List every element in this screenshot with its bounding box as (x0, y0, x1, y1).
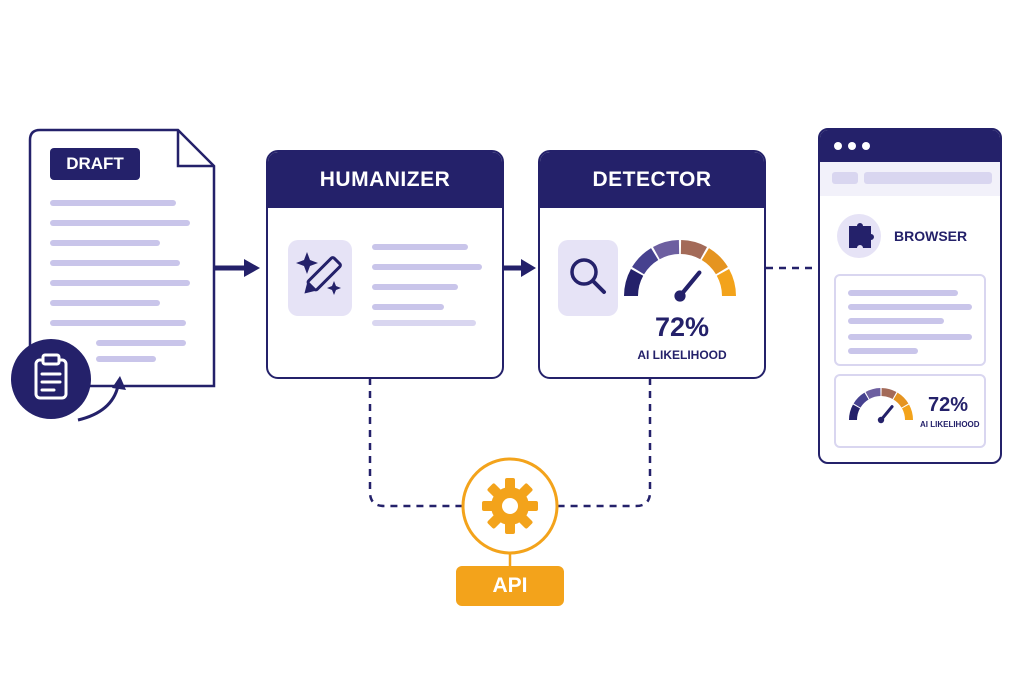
gear-tooth (482, 501, 494, 511)
draft-text-line (96, 356, 156, 362)
api-label: API (456, 566, 564, 606)
browser-label: BROWSER (894, 228, 968, 244)
gauge-segment (893, 392, 909, 408)
draft-label: DRAFT (50, 148, 140, 180)
gear-tooth (487, 514, 502, 529)
gear-tooth (487, 483, 502, 498)
gear-tooth (518, 514, 533, 529)
window-controls[interactable] (820, 130, 1002, 170)
draft-text-line (50, 220, 190, 226)
browser-text-line (848, 318, 944, 324)
humanizer-text-line (372, 284, 458, 290)
humanizer-icon-tile (288, 240, 352, 316)
address-bar[interactable] (864, 172, 992, 184)
gauge-segment (632, 248, 659, 275)
magic-pencil-icon (296, 252, 342, 295)
draft-text-line (50, 320, 186, 326)
gauge-segment (701, 248, 728, 275)
puzzle-icon (837, 214, 881, 258)
gauge-segment (881, 388, 897, 400)
draft-text-line (50, 300, 160, 306)
detector-card: DETECTOR 72% AI LIKELIHOOD (538, 150, 766, 379)
draft-text-line (96, 340, 186, 346)
gauge-segment (680, 240, 708, 260)
gear-tooth (505, 478, 515, 490)
gear-tooth (526, 501, 538, 511)
browser-window: BROWSER 72% AI LIKELIHOOD (818, 128, 1002, 464)
browser-score-panel (834, 374, 986, 448)
draft-text-line (50, 240, 160, 246)
draft-text-line (50, 200, 176, 206)
gauge-hub (877, 416, 885, 424)
draft-text-line (50, 260, 180, 266)
humanizer-title: HUMANIZER (268, 152, 502, 208)
gear-tooth (518, 483, 533, 498)
draft-text-line (50, 280, 190, 286)
gauge-hub (674, 290, 686, 302)
detector-score-label: AI LIKELIHOOD (637, 348, 727, 362)
browser-score: 72% (928, 394, 969, 416)
browser-text-line (848, 348, 918, 354)
gauge-segment (716, 268, 736, 297)
magnifier-icon (570, 258, 606, 294)
humanizer-text-line (372, 320, 476, 326)
humanizer-text-line (372, 244, 468, 250)
browser-score-label: AI LIKELIHOOD (920, 420, 980, 429)
gauge-segment (624, 268, 644, 297)
detector-score: 72% (654, 312, 710, 342)
browser-text-line (848, 304, 972, 310)
humanizer-text-line (372, 264, 482, 270)
browser-text-line (848, 334, 972, 340)
humanizer-text-line (372, 304, 444, 310)
browser-gauge (849, 388, 913, 424)
browser-text-line (848, 290, 958, 296)
gauge-segment (865, 388, 881, 400)
gauge-segment (853, 392, 869, 408)
gear-tooth (505, 522, 515, 534)
browser-content-panel (834, 274, 986, 366)
gauge-segment (849, 404, 861, 421)
ai-likelihood-gauge (624, 240, 736, 302)
browser-tab-stub[interactable] (832, 172, 858, 184)
humanizer-card: HUMANIZER (266, 150, 504, 379)
detector-icon-tile (558, 240, 618, 316)
detector-title: DETECTOR (540, 152, 764, 208)
gauge-segment (901, 404, 913, 421)
gauge-segment (652, 240, 680, 260)
